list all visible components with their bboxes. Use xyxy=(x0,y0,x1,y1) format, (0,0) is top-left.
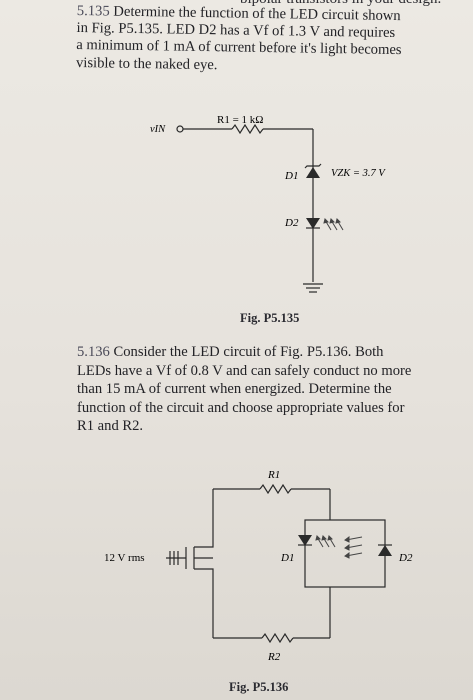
led-d1-arrows xyxy=(315,535,336,548)
resistor-r1 xyxy=(231,123,264,135)
r2-label: R2 xyxy=(267,651,281,663)
zener-voltage-label: VZK = 3.7 V xyxy=(331,168,386,179)
resistor-r1 xyxy=(259,483,292,495)
led-d2-arrows xyxy=(344,536,363,559)
zener-bar xyxy=(304,163,322,169)
header-fragment: bipolar transistors in your design. xyxy=(240,0,441,8)
zener-label: D1 xyxy=(284,170,298,182)
led-label: D2 xyxy=(284,217,299,229)
led-d2 xyxy=(306,218,320,229)
problem-line: than 15 mA of current when energized. De… xyxy=(77,381,392,398)
problem-line: function of the circuit and choose appro… xyxy=(77,399,405,416)
input-label: vIN xyxy=(150,124,166,135)
resistor-r2 xyxy=(261,632,294,644)
problem-line: Consider the LED circuit of Fig. P5.136.… xyxy=(113,344,384,360)
led-light-arrows xyxy=(323,218,344,231)
problem-number: 5.136 xyxy=(77,344,110,360)
d2-label: D2 xyxy=(398,552,413,564)
problem-5-136: 5.136 Consider the LED circuit of Fig. P… xyxy=(77,343,411,436)
problem-line: LEDs have a Vf of 0.8 V and can safely c… xyxy=(77,362,412,379)
problem-line: R1 and R2. xyxy=(77,418,144,435)
zener-diode-d1 xyxy=(306,167,320,178)
figure-caption: Fig. P5.136 xyxy=(229,680,289,694)
resistor-label: R1 = 1 kΩ xyxy=(217,114,263,126)
figure-p5-135: vIN R1 = 1 kΩ D1 VZK = 3.7 V D2 xyxy=(150,114,386,293)
source-label: 12 V rms xyxy=(104,552,145,564)
r1-label: R1 xyxy=(267,469,280,481)
figure-caption: Fig. P5.135 xyxy=(240,311,300,325)
led-d2 xyxy=(378,545,392,556)
d1-label: D1 xyxy=(280,552,294,564)
led-d1 xyxy=(298,535,312,546)
